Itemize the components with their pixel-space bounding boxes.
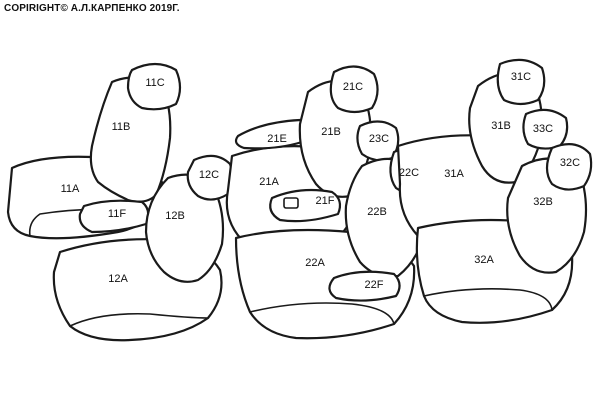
label-33C: 33C [533, 123, 553, 135]
label-32B: 32B [533, 196, 553, 208]
label-21A: 21A [259, 176, 279, 188]
part-11C-headrest [126, 62, 182, 111]
label-21B: 21B [321, 126, 341, 138]
seat-group-1 [6, 62, 234, 342]
seam-22A [249, 302, 395, 325]
label-31B: 31B [491, 120, 511, 132]
label-32A: 32A [474, 254, 494, 266]
part-32C-headrest [545, 143, 593, 191]
part-labels: 11C 11B 11A 11F 12C 12B 12A 21C 21E 21B … [61, 71, 581, 291]
label-12B: 12B [165, 210, 185, 222]
label-22B: 22B [367, 206, 387, 218]
label-31A: 31A [444, 168, 464, 180]
seat-group-3 [396, 58, 593, 324]
label-21E: 21E [267, 133, 287, 145]
label-22C: 22C [399, 167, 419, 179]
label-12A: 12A [108, 273, 128, 285]
seam-32A [423, 288, 553, 311]
part-22F-armrest [328, 270, 401, 302]
part-31C-headrest [496, 58, 546, 106]
label-23C: 23C [369, 133, 389, 145]
seam-12A [69, 312, 209, 327]
part-21F-buckle [283, 197, 299, 209]
label-11F: 11F [108, 208, 126, 220]
label-11C: 11C [145, 77, 164, 89]
label-21C: 21C [343, 81, 363, 93]
label-12C: 12C [199, 169, 219, 181]
label-21F: 21F [316, 195, 335, 207]
label-11B: 11B [112, 121, 131, 133]
part-21C-headrest [329, 65, 379, 114]
label-32C: 32C [560, 157, 580, 169]
label-22A: 22A [305, 257, 325, 269]
label-31C: 31C [511, 71, 531, 83]
label-11A: 11A [61, 183, 80, 195]
copyright-notice: COPIRIGHT© А.Л.КАРПЕНКО 2019Г. [4, 3, 180, 14]
label-22F: 22F [365, 279, 384, 291]
